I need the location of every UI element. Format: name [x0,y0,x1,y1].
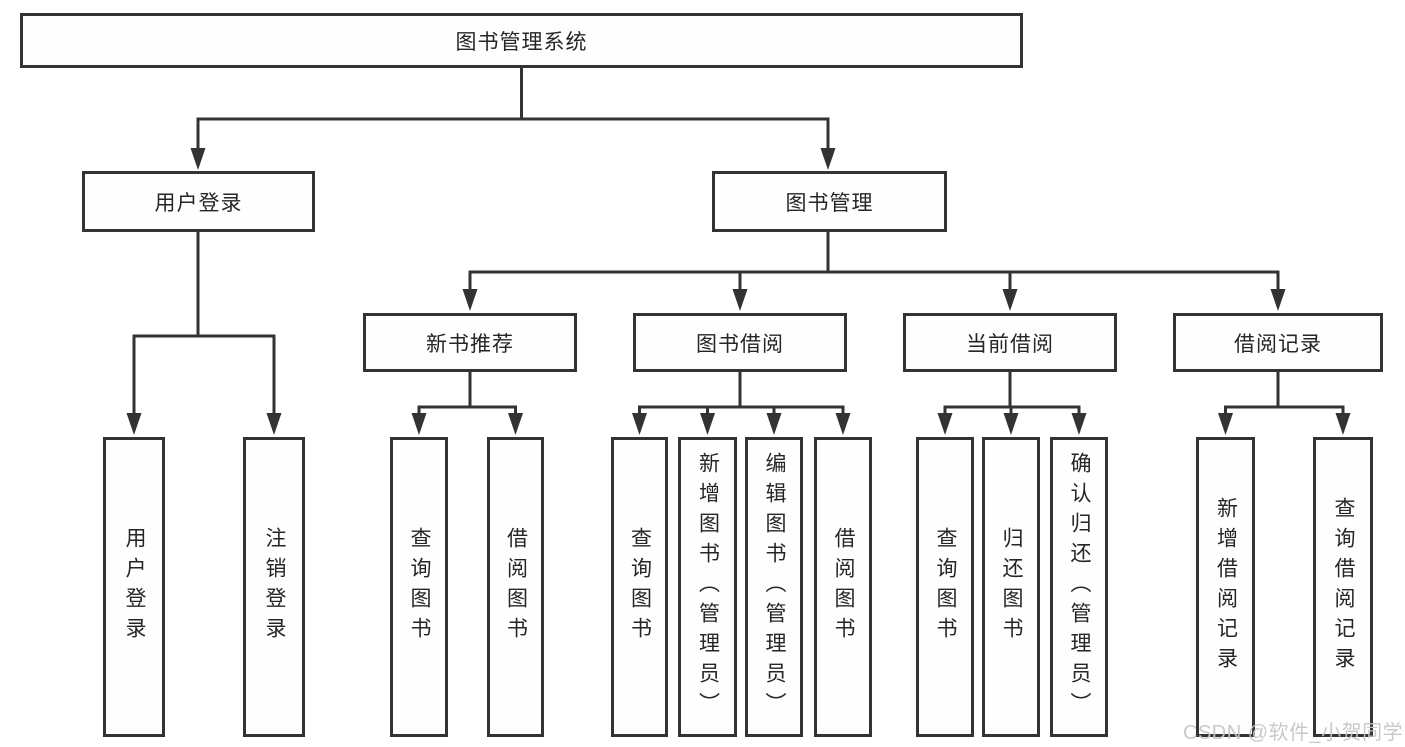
leaf-current-query-books: 查询图书 [916,437,974,737]
leaf-borrow-query-books-label: 查询图书 [628,527,652,647]
leaf-borrow-query-books: 查询图书 [611,437,668,737]
leaf-confirm-return-admin: 确认归还（管理员） [1050,437,1108,737]
node-book-management: 图书管理 [712,171,947,232]
node-book-borrow: 图书借阅 [633,313,847,372]
leaf-rec-borrow-books-label: 借阅图书 [504,527,528,647]
leaf-return-books: 归还图书 [982,437,1040,737]
watermark: CSDN @软件_小贺同学 [1183,722,1404,744]
leaf-rec-borrow-books: 借阅图书 [487,437,544,737]
leaf-rec-query-books: 查询图书 [390,437,448,737]
node-current-borrow-label: 当前借阅 [966,332,1054,356]
node-borrow-records: 借阅记录 [1173,313,1383,372]
leaf-logout-label: 注销登录 [263,527,286,647]
leaf-rec-query-books-label: 查询图书 [408,527,431,647]
leaf-query-borrow-record: 查询借阅记录 [1313,437,1373,737]
leaf-user-login: 用户登录 [103,437,165,737]
leaf-add-borrow-record-label: 新增借阅记录 [1214,497,1238,677]
leaf-current-query-books-label: 查询图书 [934,527,957,647]
leaf-user-login-label: 用户登录 [123,527,146,647]
node-current-borrow: 当前借阅 [903,313,1117,372]
leaf-add-books-admin: 新增图书（管理员） [678,437,737,737]
leaf-borrow-books-label: 借阅图书 [832,527,855,647]
node-book-borrow-label: 图书借阅 [696,332,784,356]
node-root-label: 图书管理系统 [455,30,588,54]
leaf-logout: 注销登录 [243,437,305,737]
node-user-login: 用户登录 [82,171,315,232]
leaf-query-borrow-record-label: 查询借阅记录 [1332,497,1355,677]
node-user-login-label: 用户登录 [154,191,243,215]
node-root: 图书管理系统 [20,13,1023,68]
node-new-book-recommend: 新书推荐 [363,313,577,372]
node-new-book-recommend-label: 新书推荐 [426,332,514,356]
leaf-edit-books-admin: 编辑图书（管理员） [745,437,803,737]
leaf-borrow-books: 借阅图书 [814,437,872,737]
leaf-add-borrow-record: 新增借阅记录 [1196,437,1255,737]
leaf-confirm-return-admin-label: 确认归还（管理员） [1068,452,1091,722]
node-borrow-records-label: 借阅记录 [1234,332,1322,356]
leaf-return-books-label: 归还图书 [1000,527,1023,647]
node-book-management-label: 图书管理 [785,191,874,215]
leaf-edit-books-admin-label: 编辑图书（管理员） [763,452,786,722]
leaf-add-books-admin-label: 新增图书（管理员） [696,452,720,722]
